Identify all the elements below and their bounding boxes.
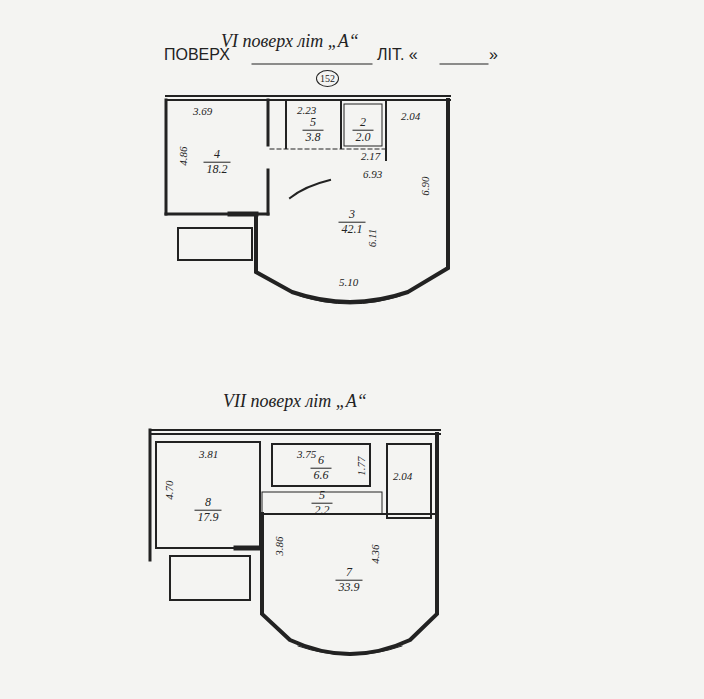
dimension-label: 6.90 (419, 175, 431, 196)
dimension-label: 2.23 (296, 104, 317, 116)
room-label: 342.1 (339, 208, 366, 237)
room-number: 5 (303, 116, 324, 131)
floor-heading: VI поверх літ „А“ (220, 32, 360, 52)
dimension-label: 2.17 (360, 150, 381, 162)
room-area: 18.2 (204, 163, 231, 177)
dimension-label: 3.81 (198, 448, 219, 460)
dimension-label: 6.11 (366, 228, 378, 248)
room-label: 22.0 (353, 116, 374, 145)
dimension-label: 1.77 (355, 455, 367, 476)
room-number: 4 (204, 148, 231, 163)
room-area: 42.1 (339, 223, 366, 237)
stamp-number: 152 (316, 70, 339, 87)
dimension-label: 3.75 (296, 448, 317, 460)
dimension-label: 3.86 (273, 535, 285, 556)
room-number: 2 (353, 116, 374, 131)
dimension-label: 4.36 (369, 543, 381, 564)
floor-heading: » (488, 46, 499, 64)
room-area: 33.9 (336, 581, 363, 595)
room-number: 8 (195, 496, 222, 511)
room-label: 52.2 (312, 489, 333, 518)
room-area: 17.9 (195, 511, 222, 525)
room-number: 5 (312, 489, 333, 504)
room-area: 3.8 (303, 131, 324, 145)
room-number: 3 (339, 208, 366, 223)
dimension-label: 4.86 (177, 145, 189, 166)
room-label: 418.2 (204, 148, 231, 177)
dimension-label: 2.04 (400, 110, 421, 122)
floor-heading: ПОВЕРХ (163, 46, 231, 64)
room-label: 733.9 (336, 566, 363, 595)
room-number: 7 (336, 566, 363, 581)
room-label: 53.8 (303, 116, 324, 145)
dimension-label: 4.70 (163, 479, 175, 500)
dimension-label: 2.04 (392, 470, 413, 482)
room-label: 817.9 (195, 496, 222, 525)
dimension-label: 3.69 (192, 105, 213, 117)
room-area: 2.2 (312, 504, 333, 518)
room-area: 2.0 (353, 131, 374, 145)
floor-heading: ЛІТ. « (376, 46, 419, 64)
dimension-label: 5.10 (338, 276, 359, 288)
room-area: 6.6 (311, 469, 332, 483)
floor-heading: VII поверх літ „А“ (222, 392, 368, 412)
dimension-label: 6.93 (362, 168, 383, 180)
